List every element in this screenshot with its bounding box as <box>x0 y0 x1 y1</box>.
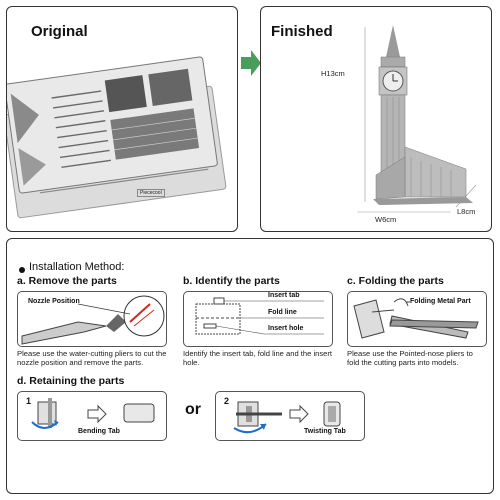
section-a-caption: Please use the water-cutting pliers to c… <box>17 349 167 367</box>
section-c-caption: Please use the Pointed-nose pliers to fo… <box>347 349 473 367</box>
metal-sheets-illustration <box>7 56 227 219</box>
finished-panel: Finished H13cm W6cm L8cm <box>260 6 492 232</box>
twisting-tab-box: 2 Twisting Tab <box>215 391 365 441</box>
length-dimension: L8cm <box>457 207 476 216</box>
section-c-title: c. Folding the parts <box>347 275 444 287</box>
identify-parts-box: Insert tab Fold line Insert hole <box>183 291 333 347</box>
width-dimension: W6cm <box>375 215 397 224</box>
installation-panel: Installation Method: a. Remove the parts… <box>6 238 494 494</box>
folding-pliers-illustration <box>353 298 479 339</box>
section-a-title: a. Remove the parts <box>17 275 117 287</box>
section-b-caption: Identify the insert tab, fold line and t… <box>183 349 333 367</box>
part-diagram-illustration <box>195 297 324 335</box>
original-panel: Original <box>6 6 238 232</box>
clock-tower-model-illustration <box>357 25 477 213</box>
insert-hole-label: Insert hole <box>268 325 304 332</box>
section-d-title: d. Retaining the parts <box>17 375 125 387</box>
arrow-right-icon <box>241 50 261 76</box>
insert-tab-label: Insert tab <box>268 292 300 299</box>
bullet-icon <box>19 267 25 273</box>
folding-parts-box: Folding Metal Part <box>347 291 487 347</box>
bending-tab-box: 1 Bending Tab <box>17 391 167 441</box>
height-dimension: H13cm <box>321 69 345 78</box>
installation-heading: Installation Method: <box>29 261 125 273</box>
step-1-label: 1 <box>26 396 32 406</box>
bending-tab-label: Bending Tab <box>78 428 120 435</box>
sheet-code-label: Piececool <box>137 189 165 197</box>
twisting-tab-illustration <box>233 401 341 434</box>
finished-title: Finished <box>271 23 333 40</box>
fold-line-label: Fold line <box>268 309 297 316</box>
twisting-tab-label: Twisting Tab <box>304 428 346 435</box>
bending-tab-illustration <box>31 398 155 429</box>
nozzle-position-label: Nozzle Position <box>28 298 80 305</box>
step-2-label: 2 <box>224 396 230 406</box>
pliers-cutting-illustration <box>21 295 165 345</box>
original-title: Original <box>31 23 88 40</box>
remove-parts-box: Nozzle Position <box>17 291 167 347</box>
folding-metal-part-label: Folding Metal Part <box>410 298 471 305</box>
or-label: or <box>185 401 201 418</box>
section-b-title: b. Identify the parts <box>183 275 280 287</box>
